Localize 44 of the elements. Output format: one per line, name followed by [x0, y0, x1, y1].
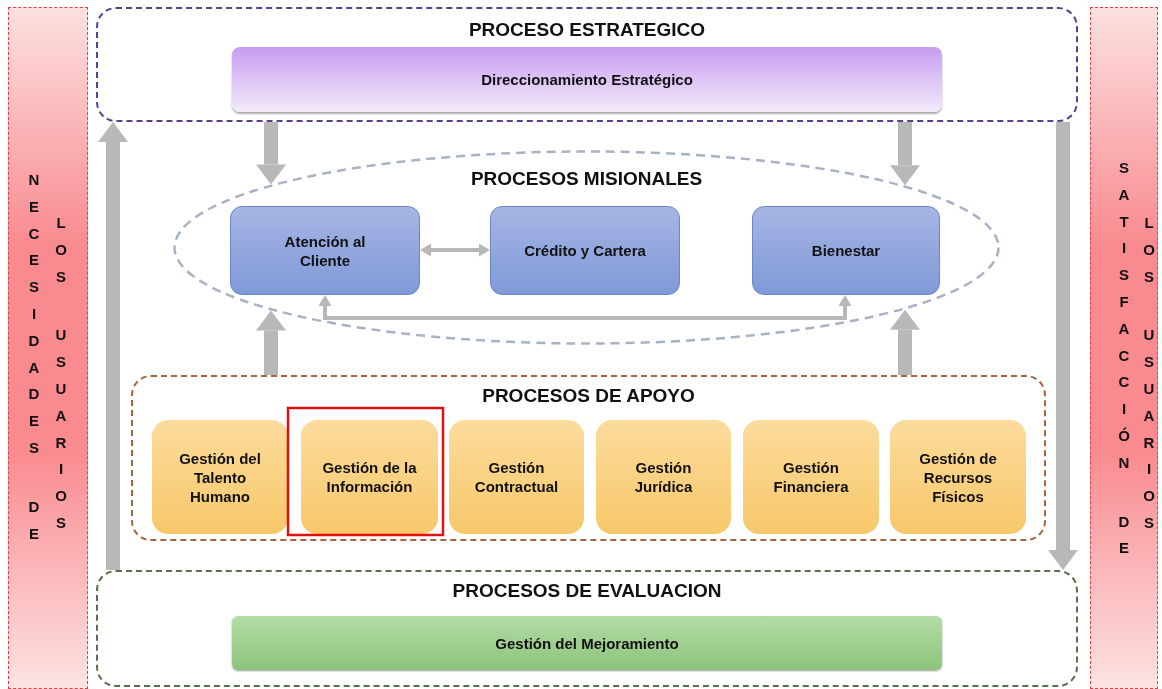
process-box: [230, 206, 420, 295]
block-arrow: [256, 310, 286, 375]
box-label: Atención al Cliente: [283, 231, 367, 270]
process-group-frame: [96, 7, 1078, 122]
vertical-label: SATISFACCIÓN DE: [1118, 158, 1130, 559]
box-label: Gestión Financiera: [772, 458, 850, 496]
box-label: Gestión Contractual: [473, 458, 560, 496]
group-title: PROCESO ESTRATEGICO: [468, 19, 706, 40]
box-label: Gestión de Recursos Físicos: [918, 448, 998, 506]
box-label: Direccionamiento Estratégico: [481, 70, 693, 89]
group-title: PROCESOS MISIONALES: [470, 168, 703, 189]
process-group-frame: [131, 375, 1046, 541]
block-arrow: [1048, 122, 1078, 570]
group-title: PROCESOS DE EVALUACION: [452, 580, 722, 601]
process-box: [743, 420, 879, 534]
process-box: [152, 420, 288, 534]
connector-arrow: [318, 295, 852, 320]
block-arrow: [256, 122, 286, 185]
box-label: Gestión del Mejoramiento: [495, 633, 679, 653]
box-label: Bienestar: [811, 241, 881, 260]
block-arrow: [890, 309, 920, 375]
process-box: [232, 47, 942, 112]
vertical-label: NECESIDADES DE: [28, 170, 40, 544]
process-box: [752, 206, 940, 295]
block-arrow: [890, 122, 920, 186]
process-group-frame: [96, 570, 1078, 687]
box-label: Crédito y Cartera: [524, 241, 646, 260]
connector-arrow: [420, 243, 490, 257]
side-band: [1090, 7, 1158, 689]
box-label: Gestión Jurídica: [633, 458, 694, 496]
box-label: Gestión del Talento Humano: [178, 448, 262, 506]
vertical-label: LOS USUARIOS: [1143, 213, 1155, 533]
block-arrow: [98, 122, 128, 570]
group-title: PROCESOS DE APOYO: [482, 385, 695, 406]
process-box: [490, 206, 680, 295]
box-label: Gestión de la Información: [321, 458, 418, 496]
side-band: [8, 7, 88, 689]
process-box: [890, 420, 1026, 534]
process-box: [301, 420, 438, 534]
process-box: [596, 420, 731, 534]
process-box: [232, 616, 942, 670]
ellipse-group: [173, 150, 1000, 345]
vertical-label: LOS USUARIOS: [55, 213, 67, 533]
process-box: [449, 420, 584, 534]
